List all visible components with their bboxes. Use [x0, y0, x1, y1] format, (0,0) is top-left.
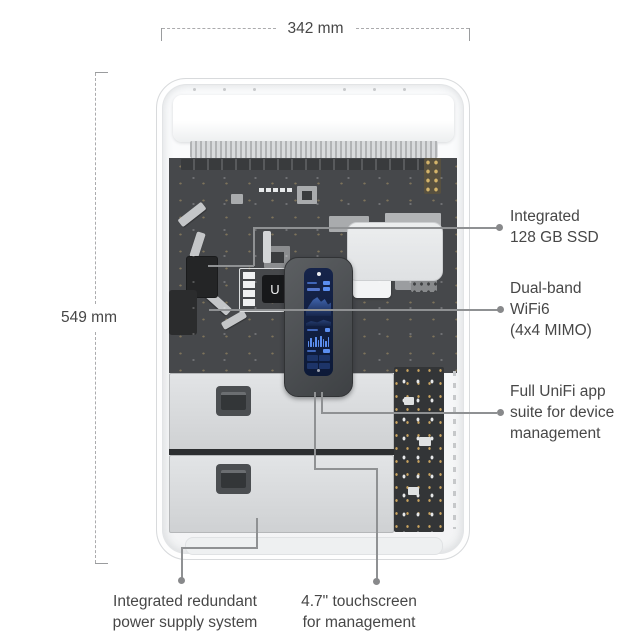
psu-handle: [216, 464, 251, 494]
callout-line: Integrated redundant: [113, 593, 257, 610]
leader-line-ssd: [208, 265, 254, 267]
dimension-dash-line: [355, 28, 469, 29]
touchscreen-module: [284, 257, 353, 397]
height-dimension-label: 549 mm: [61, 304, 117, 332]
display-row: [307, 328, 330, 332]
leader-line-app-suite: [321, 412, 497, 414]
chassis-top-cover: [173, 95, 454, 142]
io-board: [394, 367, 444, 532]
width-dimension-label: 342 mm: [275, 21, 356, 36]
callout-line: power supply system: [112, 614, 258, 631]
screw: [223, 88, 226, 91]
device-illustration: U: [156, 78, 470, 560]
screw: [373, 88, 376, 91]
component-tray: [347, 222, 443, 281]
capacitor-stack: [243, 272, 255, 306]
perforated-gold-strip: [424, 158, 441, 194]
callout-ssd: Integrated 128 GB SSD: [510, 206, 599, 248]
callout-touchscreen: 4.7" touchscreen for management: [300, 591, 418, 633]
callout-dot-app-suite: [497, 409, 504, 416]
leader-line-touchscreen: [314, 468, 377, 470]
chip: [408, 487, 419, 495]
display-row: [307, 349, 330, 353]
leader-line-touchscreen: [376, 468, 378, 579]
wifi-radio-module: [169, 290, 197, 335]
callout-line: management: [510, 425, 601, 442]
leader-line-app-suite: [321, 392, 323, 413]
chip: [231, 194, 243, 204]
chassis-bottom-groove: [185, 537, 443, 555]
display-area-chart: [306, 297, 331, 316]
dimension-dash-line: [95, 73, 96, 304]
ssd-module: [186, 256, 218, 298]
callout-line: 128 GB SSD: [510, 229, 599, 246]
display-row: [307, 281, 330, 285]
chip: [297, 186, 317, 204]
heatsink-fins: [190, 141, 438, 158]
callout-dot-wifi: [497, 306, 504, 313]
dimension-dash-line: [95, 332, 96, 563]
psu-separator: [169, 449, 394, 455]
dimension-dash-line: [162, 28, 276, 29]
display-area-chart-small: [306, 319, 331, 326]
callout-psu: Integrated redundant power supply system: [106, 591, 264, 633]
height-dimension: 549 mm: [61, 72, 117, 564]
callout-line: Integrated: [510, 208, 580, 225]
touchscreen-display: [304, 268, 333, 376]
solder-pads: [259, 188, 292, 192]
display-row: [307, 287, 330, 291]
leader-line-psu: [256, 518, 258, 548]
leader-line-wifi: [209, 309, 498, 311]
screw: [343, 88, 346, 91]
antenna-bracket: [220, 310, 248, 330]
screw: [253, 88, 256, 91]
ubiquiti-logo: U: [270, 281, 280, 297]
leader-line-touchscreen: [314, 392, 316, 469]
display-bar-chart: [308, 335, 329, 347]
callout-line: Dual-band: [510, 280, 582, 297]
standoff: [263, 231, 271, 263]
display-tiles: [307, 363, 330, 369]
connector-row: [181, 159, 427, 170]
chip: [404, 397, 414, 405]
antenna-bracket: [177, 201, 207, 228]
callout-line: (4x4 MIMO): [510, 322, 592, 339]
callout-line: suite for device: [510, 404, 615, 421]
callout-line: Full UniFi app: [510, 383, 606, 400]
leader-line-psu: [181, 547, 258, 549]
antenna-bracket: [203, 289, 233, 316]
antenna-bracket: [189, 231, 206, 259]
leader-line-ssd: [253, 227, 255, 266]
callout-dot-psu: [178, 577, 185, 584]
leader-line-psu: [181, 547, 183, 578]
width-dimension: 342 mm: [161, 21, 470, 41]
display-home-dot: [317, 369, 320, 372]
chip: [419, 437, 431, 446]
callout-line: 4.7" touchscreen: [301, 593, 417, 610]
screw-strip: [453, 371, 456, 529]
psu-handle: [216, 386, 251, 416]
callout-dot-touchscreen: [373, 578, 380, 585]
psu-module-bottom: [169, 455, 394, 533]
screw: [403, 88, 406, 91]
display-tiles: [307, 355, 330, 361]
callout-dot-ssd: [496, 224, 503, 231]
leader-line-ssd: [253, 227, 497, 229]
callout-line: for management: [302, 614, 416, 631]
callout-line: WiFi6: [510, 301, 550, 318]
display-status-dot: [316, 272, 321, 276]
screw: [193, 88, 196, 91]
callout-wifi: Dual-band WiFi6 (4x4 MIMO): [510, 278, 592, 341]
callout-app-suite: Full UniFi app suite for device manageme…: [510, 381, 614, 444]
